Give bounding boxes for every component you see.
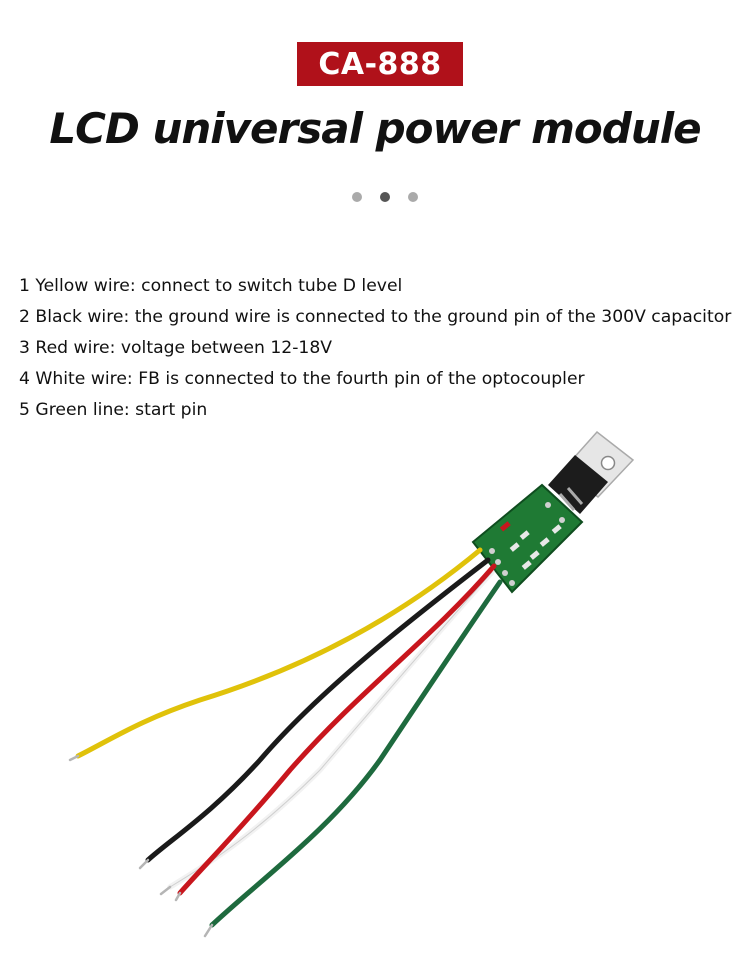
carousel-dots: [352, 192, 422, 202]
carousel-dot-3[interactable]: [408, 192, 418, 202]
page-title: LCD universal power module: [49, 104, 701, 153]
spec-line-green: 5 Green line: start pin: [19, 400, 208, 420]
pcb-board: [471, 483, 584, 594]
carousel-dot-1[interactable]: [352, 192, 362, 202]
model-label: CA-888: [318, 46, 442, 82]
product-photo: [68, 430, 635, 938]
transistor: [548, 430, 635, 517]
wire-red: [177, 563, 497, 896]
spec-line-yellow: 1 Yellow wire: connect to switch tube D …: [19, 276, 403, 296]
model-badge: CA-888: [297, 42, 463, 86]
spec-line-red: 3 Red wire: voltage between 12-18V: [19, 338, 333, 358]
wire-black: [145, 557, 491, 863]
spec-line-black: 2 Black wire: the ground wire is connect…: [19, 307, 732, 327]
wire-spec-list: 1 Yellow wire: connect to switch tube D …: [19, 274, 749, 429]
wire-green: [209, 579, 503, 928]
wire-yellow: [75, 547, 483, 759]
carousel-dot-2[interactable]: [380, 192, 390, 202]
spec-line-white: 4 White wire: FB is connected to the fou…: [19, 369, 585, 389]
